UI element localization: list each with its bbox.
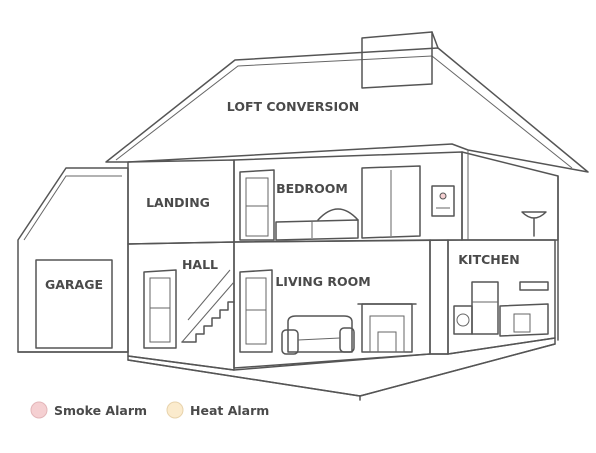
ground-floor [127,175,559,401]
floor-slab [127,337,556,397]
smoke-alarm-legend-label: Smoke Alarm [54,403,147,418]
living-room-label: LIVING ROOM [275,274,370,289]
sofa-icon [281,315,355,355]
fireplace-icon [357,303,417,353]
heat-alarm-swatch [166,401,184,419]
sink-icon [521,211,547,237]
roof [105,31,589,173]
loft-zone [105,47,589,173]
loft-label: LOFT CONVERSION [227,99,359,114]
bed-icon [275,208,359,241]
kitchen-label: KITCHEN [458,252,520,267]
smoke-alarm-swatch [30,401,48,419]
boiler-icon [431,185,455,217]
hall-door-icon [143,269,177,349]
garage-label: GARAGE [45,277,103,292]
legend: Smoke Alarm Heat Alarm [30,401,269,419]
bathroom-room [461,151,559,241]
heat-alarm-legend-label: Heat Alarm [190,403,269,418]
hall-label: HALL [182,257,218,272]
bedroom-door-icon [239,169,275,241]
bedroom-label: BEDROOM [276,181,348,196]
chimney [361,31,433,89]
kitchen-appliances-icon [453,281,549,337]
living-room-door-icon [239,269,273,353]
garage [17,167,129,353]
landing-label: LANDING [146,195,210,210]
stairs-icon [181,269,235,343]
